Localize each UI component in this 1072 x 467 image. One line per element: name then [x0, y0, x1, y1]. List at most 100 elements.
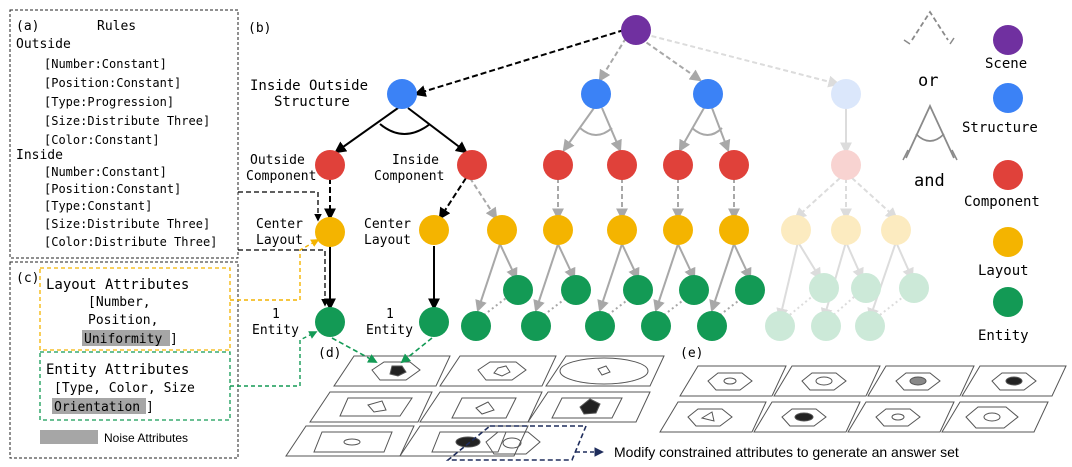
layout-node — [831, 215, 861, 245]
outside-label: Outside — [16, 37, 71, 52]
legend-structure-label: Structure — [962, 120, 1038, 136]
main-path — [324, 29, 625, 311]
legend-layout-swatch — [993, 227, 1023, 257]
entity-node — [735, 275, 765, 305]
legend: or and Scene Structure Component Layout … — [902, 10, 1040, 344]
legend-component-label: Component — [964, 194, 1040, 210]
and-label: and — [914, 171, 945, 191]
faded-subtree — [635, 31, 914, 321]
legend-entity-swatch — [993, 287, 1023, 317]
rules-title: Rules — [97, 19, 136, 34]
legend-scene-swatch — [993, 25, 1023, 55]
component-node — [457, 150, 487, 180]
layout-attr-uniformity: Uniformity — [84, 332, 162, 347]
structure-label: Inside Outside — [250, 78, 368, 94]
tree-labels: Inside Outside Structure Outside Compone… — [246, 78, 444, 338]
entity-count-label: 1 — [386, 307, 394, 322]
component-node — [663, 150, 693, 180]
structure-node — [387, 79, 417, 109]
layout-attr-close: ] — [170, 332, 178, 347]
problem-matrix — [285, 355, 665, 457]
entity-attr-orientation: Orientation — [54, 400, 140, 415]
legend-scene-label: Scene — [985, 56, 1027, 72]
legend-entity-label: Entity — [978, 328, 1029, 344]
center-layout-label: Center — [256, 217, 303, 232]
layout-node — [881, 215, 911, 245]
inside-rule: [Size:Distribute Three] — [44, 217, 210, 231]
panel-d-tag: (d) — [318, 346, 341, 361]
attribute-connectors — [230, 239, 320, 387]
center-layout-label: Center — [364, 217, 411, 232]
outside-rule: [Size:Distribute Three] — [44, 114, 210, 128]
layout-node — [419, 215, 449, 245]
entity-node — [419, 307, 449, 337]
tree-nodes — [315, 15, 765, 341]
entity-node — [521, 311, 551, 341]
rules-panel: (a) Rules Outside [Number:Constant] [Pos… — [9, 9, 239, 259]
entity-node — [461, 311, 491, 341]
entity-node — [679, 275, 709, 305]
panel-e-tag: (e) — [680, 346, 703, 361]
legend-layout-label: Layout — [978, 263, 1029, 279]
component-node — [543, 150, 573, 180]
center-layout-label: Layout — [364, 233, 411, 248]
entity-node — [623, 275, 653, 305]
component-node — [831, 150, 861, 180]
legend-structure-swatch — [993, 83, 1023, 113]
entity-count-label: Entity — [366, 323, 413, 338]
faded-nodes — [765, 79, 929, 341]
layout-node — [719, 215, 749, 245]
outside-rule: [Position:Constant] — [44, 76, 181, 90]
layout-attr-number: [Number, — [88, 295, 151, 310]
layout-node — [487, 215, 517, 245]
rules-connectors — [238, 191, 329, 307]
and-edge-icon — [905, 103, 955, 159]
panel-c-tag: (c) — [16, 271, 39, 286]
entity-node — [561, 275, 591, 305]
legend-component-swatch — [993, 160, 1023, 190]
component-node — [607, 150, 637, 180]
entity-node — [765, 311, 795, 341]
inside-rule: [Number:Constant] — [44, 165, 167, 179]
inside-component-label: Component — [374, 169, 444, 184]
entity-node — [899, 273, 929, 303]
entity-attributes-title: Entity Attributes — [46, 362, 189, 378]
layout-node — [607, 215, 637, 245]
outside-component-label: Component — [246, 169, 316, 184]
layout-node — [315, 217, 345, 247]
layout-node — [543, 215, 573, 245]
outside-rule: [Type:Progression] — [44, 95, 174, 109]
scene-node — [621, 15, 651, 45]
or-edge-icon — [911, 10, 949, 41]
layout-attributes-box — [39, 267, 231, 351]
entity-node — [851, 273, 881, 303]
entity-node — [697, 311, 727, 341]
outside-rule: [Color:Constant] — [44, 133, 160, 147]
entity-node — [641, 311, 671, 341]
entity-count-label: Entity — [252, 323, 299, 338]
panel-b-tag: (b) — [248, 21, 271, 36]
entity-node — [855, 311, 885, 341]
gray-subtrees — [469, 37, 752, 319]
answer-set — [659, 365, 1067, 433]
component-node — [315, 150, 345, 180]
entity-node — [585, 311, 615, 341]
layout-attributes-title: Layout Attributes — [46, 277, 189, 293]
entity-node — [315, 307, 345, 337]
entity-count-label: 1 — [272, 307, 280, 322]
noise-attributes-label: Noise Attributes — [104, 431, 188, 445]
inside-component-label: Inside — [392, 153, 439, 168]
entity-attr-line: [Type, Color, Size — [54, 381, 195, 396]
layout-attr-position: Position, — [88, 313, 158, 328]
component-node — [719, 150, 749, 180]
answer-placeholder — [445, 425, 588, 461]
entity-attr-close: ] — [146, 400, 154, 415]
structure-node — [831, 79, 861, 109]
inside-rule: [Color:Distribute Three] — [44, 235, 217, 249]
or-label: or — [918, 71, 938, 91]
layout-node — [663, 215, 693, 245]
entity-node — [809, 273, 839, 303]
structure-node — [581, 79, 611, 109]
outside-rule: [Number:Constant] — [44, 57, 167, 71]
